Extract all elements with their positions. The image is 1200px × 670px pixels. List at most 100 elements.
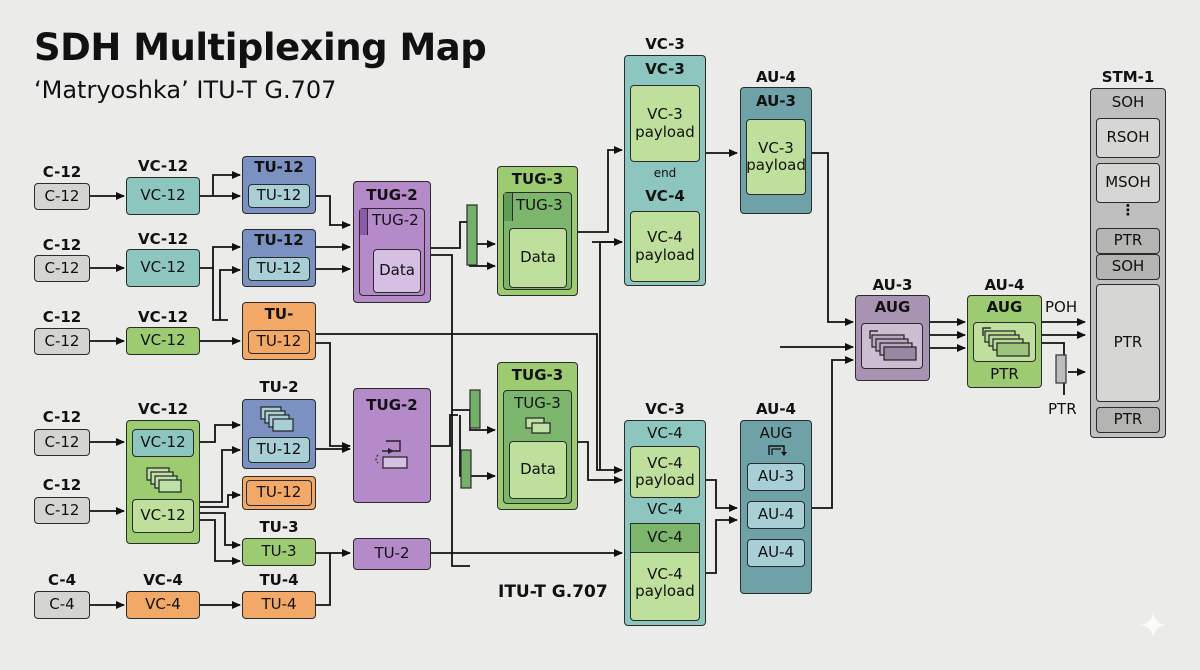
wire xyxy=(200,491,241,508)
tug2-data-box[interactable]: Data xyxy=(373,249,421,293)
tu3-box[interactable]: TU-3 xyxy=(242,538,316,566)
c4-box[interactable]: C-4 xyxy=(34,591,90,619)
tu-orange-box[interactable]: TU- TU-12 xyxy=(242,302,316,360)
vc4-inner-box[interactable]: VC-4 xyxy=(630,523,700,553)
vc3-end-label: end xyxy=(653,166,677,180)
vc12-box[interactable]: VC-12 xyxy=(126,249,200,287)
tug2-title: TUG-2 xyxy=(366,396,418,414)
wire xyxy=(219,266,241,320)
stm1-frame[interactable]: SOH RSOH MSOH ⋮ PTR SOH PTR PTR xyxy=(1090,88,1166,438)
aug-inner-box xyxy=(973,322,1036,362)
vc3-upper-box[interactable]: VC-3 VC-3 payload end VC-4 VC-4 payload xyxy=(624,55,706,286)
wire xyxy=(316,195,351,229)
vc4-title: VC-4 xyxy=(647,424,683,442)
poh-label: POH xyxy=(1045,298,1078,316)
vc3-payload-box[interactable]: VC-3 payload xyxy=(746,119,806,195)
au3-label: AU-3 xyxy=(872,276,913,294)
vc4-box[interactable]: VC-4 xyxy=(126,591,200,619)
tug2-title: TUG-2 xyxy=(366,186,418,204)
connector-bar xyxy=(466,204,478,266)
au3-item-box[interactable]: AU-3 xyxy=(747,463,805,491)
stm1-label: STM-1 xyxy=(1101,68,1155,86)
au4-item-box[interactable]: AU-4 xyxy=(747,501,805,529)
ellipsis-vertical: ⋮ xyxy=(1120,201,1136,219)
tug3-upper-box[interactable]: TUG-3 TUG-3 Data xyxy=(497,166,578,296)
ptr-cell[interactable]: PTR xyxy=(1096,228,1160,254)
aug-green-box[interactable]: AUG PTR xyxy=(967,295,1042,388)
tu12-outer-box[interactable]: TU-12 TU-12 xyxy=(242,229,316,287)
c12-label: C-12 xyxy=(42,476,82,494)
au4-item-box[interactable]: AU-4 xyxy=(747,539,805,567)
ptr-marker xyxy=(1055,354,1067,384)
vc3-payload-box[interactable]: VC-3 payload xyxy=(630,85,700,162)
vc3-lower-box[interactable]: VC-4 VC-4 payload VC-4 VC-4 VC-4 payload xyxy=(624,420,706,626)
vc4-payload-box[interactable]: VC-4 payload xyxy=(630,446,700,498)
c12-label: C-12 xyxy=(42,163,82,181)
tu12-orange-box[interactable]: TU-12 xyxy=(242,476,316,510)
vc4-stack-box[interactable]: VC-4 VC-4 payload xyxy=(630,523,700,621)
tu12-outer-title: TU-12 xyxy=(254,158,304,176)
vc12-box[interactable]: VC-12 xyxy=(126,177,200,215)
loop-arrow-icon xyxy=(768,445,787,456)
wire xyxy=(316,553,331,606)
aug-title: AUG xyxy=(759,424,793,442)
tu12-inner-box[interactable]: TU-12 xyxy=(248,330,310,354)
wire xyxy=(200,446,241,503)
wire xyxy=(200,512,241,549)
c12-box[interactable]: C-12 xyxy=(34,183,90,210)
c12-box[interactable]: C-12 xyxy=(34,328,90,355)
au4-upper-box[interactable]: AU-3 VC-3 payload xyxy=(740,87,812,214)
ptr-cell[interactable]: PTR xyxy=(1096,407,1160,433)
wire xyxy=(578,146,623,233)
wire xyxy=(212,243,241,268)
msoh-cell[interactable]: MSOH xyxy=(1096,163,1160,203)
vc12-inner-box[interactable]: VC-12 xyxy=(132,429,194,457)
c12-box[interactable]: C-12 xyxy=(34,429,90,456)
tug3-data-box[interactable]: Data xyxy=(509,228,567,288)
tug2-inner-box: TUG-2 Data xyxy=(359,208,425,296)
tu2-box[interactable]: TU-12 xyxy=(242,399,316,469)
au4-lower-box[interactable]: AUG AU-3 AU-4 AU-4 xyxy=(740,420,812,594)
tu12-inner-box[interactable]: TU-12 xyxy=(246,480,312,506)
stacked-frames-icon xyxy=(146,467,182,493)
wire xyxy=(212,171,241,196)
tu4-box[interactable]: TU-4 xyxy=(242,591,316,619)
tu12-inner-box[interactable]: TU-12 xyxy=(248,437,310,463)
tug3-data-box[interactable]: Data xyxy=(509,441,567,499)
tu12-inner-box[interactable]: TU-12 xyxy=(248,184,310,208)
tug2-upper-box[interactable]: TUG-2 TUG-2 Data xyxy=(353,181,431,303)
c12-box[interactable]: C-12 xyxy=(34,497,90,524)
tu12-outer-box[interactable]: TU-12 TU-12 xyxy=(242,156,316,214)
vc12-box[interactable]: VC-12 xyxy=(126,327,200,355)
rsoh-cell[interactable]: RSOH xyxy=(1096,118,1160,158)
routing-icon xyxy=(375,440,408,469)
wire xyxy=(316,342,351,450)
tu12-outer-title: TU-12 xyxy=(254,231,304,249)
tu4-label: TU-4 xyxy=(259,571,299,589)
wire xyxy=(459,415,496,480)
tug3-title: TUG-3 xyxy=(511,366,564,384)
wire xyxy=(812,356,854,509)
aug-ptr-label: PTR xyxy=(990,365,1019,383)
c4-label: C-4 xyxy=(47,571,76,589)
tu2-purple-box[interactable]: TU-2 xyxy=(353,538,431,570)
vc3-label: VC-3 xyxy=(645,35,685,53)
tu12-inner-box[interactable]: TU-12 xyxy=(248,257,310,281)
vc4-label: VC-4 xyxy=(143,571,183,589)
tug3-inner-box: TUG-3 Data xyxy=(503,192,572,290)
wire xyxy=(200,519,241,565)
vc12-group-box[interactable]: VC-12 VC-12 xyxy=(126,420,200,544)
vc4-payload-box[interactable]: VC-4 payload xyxy=(630,211,700,282)
aug-mauve-box[interactable]: AUG xyxy=(855,295,930,381)
aug-title: AUG xyxy=(986,298,1023,316)
ptr-payload-cell[interactable]: PTR xyxy=(1096,284,1160,402)
tug3-title: TUG-3 xyxy=(511,170,564,188)
tug3-lower-box[interactable]: TUG-3 TUG-3 Data xyxy=(497,362,578,510)
connector-bar xyxy=(460,449,472,489)
tug2-lower-box[interactable]: TUG-2 xyxy=(353,388,431,503)
stacked-frames-icon xyxy=(260,406,294,432)
vc12-inner-box[interactable]: VC-12 xyxy=(132,499,194,533)
c12-box[interactable]: C-12 xyxy=(34,255,90,282)
soh-cell[interactable]: SOH xyxy=(1096,254,1160,280)
au3-title: AU-3 xyxy=(756,92,796,110)
